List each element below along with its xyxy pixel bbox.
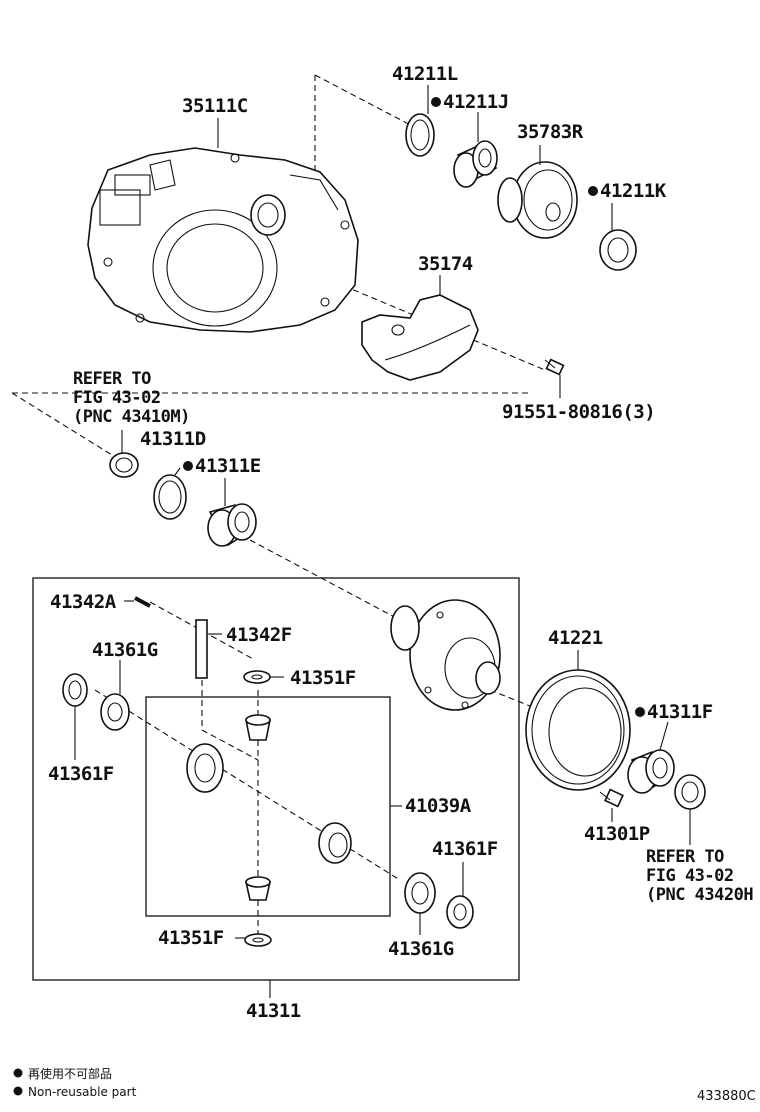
oil-seal-41211l: [405, 113, 435, 157]
label-41311: 41311: [246, 1000, 301, 1022]
differential-case: [390, 599, 501, 711]
label-41301p: 41301P: [584, 823, 650, 845]
label-41351f-top: 41351F: [290, 667, 356, 689]
label-41211l: 41211L: [392, 63, 458, 85]
refer-left-line2: FIG 43-02: [73, 388, 161, 408]
legend-english: Non-reusable part: [28, 1085, 137, 1099]
bolt-91551: [544, 358, 565, 376]
side-gear-right: [318, 822, 352, 864]
drive-gear-35783r: [497, 161, 578, 239]
non-reusable-marker: [635, 707, 645, 717]
figure-code: 433880C: [697, 1089, 756, 1104]
refer-right-line1: REFER TO: [646, 847, 724, 867]
label-41361f-right: 41361F: [432, 838, 498, 860]
bearing-41211k: [599, 229, 637, 271]
side-gear-left: [186, 743, 224, 793]
refer-right-line2: FIG 43-02: [646, 866, 734, 886]
bearing-41211j: [453, 140, 498, 188]
label-41351f-bottom: 41351F: [158, 927, 224, 949]
label-41342a: 41342A: [50, 591, 117, 613]
label-41039a: 41039A: [405, 795, 472, 817]
legend-marker-english: [13, 1086, 23, 1096]
refer-right-line3: (PNC 43420H: [646, 885, 753, 905]
shim-41311e: [153, 474, 187, 520]
label-41311f: 41311F: [647, 701, 713, 723]
label-35111c: 35111C: [182, 95, 248, 117]
non-reusable-marker: [183, 461, 193, 471]
legend-marker-japanese: [13, 1068, 23, 1078]
washer-41351f-top: [243, 670, 271, 684]
washer-41361g-right: [404, 872, 436, 914]
labels: 35111C 41211L 41211J 35783R 41211K 35174…: [48, 63, 754, 1022]
label-41361g-bottom: 41361G: [388, 938, 454, 960]
label-41361f-left: 41361F: [48, 763, 114, 785]
bearing-41311f: [627, 749, 675, 794]
washer-41361f-left: [62, 673, 88, 707]
leader-lines: [74, 85, 691, 998]
oil-seal-41311d-left: [109, 452, 139, 478]
washer-41351f-bottom: [244, 933, 272, 947]
bearing-41311e: [207, 503, 257, 547]
pinion-top: [245, 714, 271, 741]
label-41221: 41221: [548, 627, 603, 649]
washer-41361f-right: [446, 895, 474, 929]
refer-left-line3: (PNC 43410M): [73, 407, 190, 427]
pinion-bottom: [245, 876, 271, 901]
label-41211j: 41211J: [443, 91, 509, 113]
legend: 再使用不可部品 Non-reusable part 433880C: [13, 1066, 756, 1104]
non-reusable-marker: [431, 97, 441, 107]
oil-seal-right: [674, 774, 706, 810]
label-41342f: 41342F: [226, 624, 292, 646]
legend-japanese: 再使用不可部品: [28, 1066, 112, 1081]
label-41311e: 41311E: [195, 455, 261, 477]
label-91551-80816: 91551-80816(3): [502, 401, 655, 423]
bolt-41301p: [599, 788, 624, 808]
label-41211k: 41211K: [600, 180, 667, 202]
label-35783r: 35783R: [517, 121, 584, 143]
label-41311d: 41311D: [140, 428, 206, 450]
transaxle-housing: [87, 147, 359, 333]
label-35174: 35174: [418, 253, 473, 275]
label-41361g-top: 41361G: [92, 639, 158, 661]
non-reusable-marker: [588, 186, 598, 196]
refer-left-line1: REFER TO: [73, 369, 151, 389]
cover-35174: [361, 294, 479, 381]
pin-41342a: [134, 596, 151, 608]
diff-kit-box-41311: [32, 577, 520, 981]
shaft-41342f: [195, 619, 208, 679]
washer-41361g-left: [100, 693, 130, 731]
ring-gear-41221: [525, 669, 631, 791]
